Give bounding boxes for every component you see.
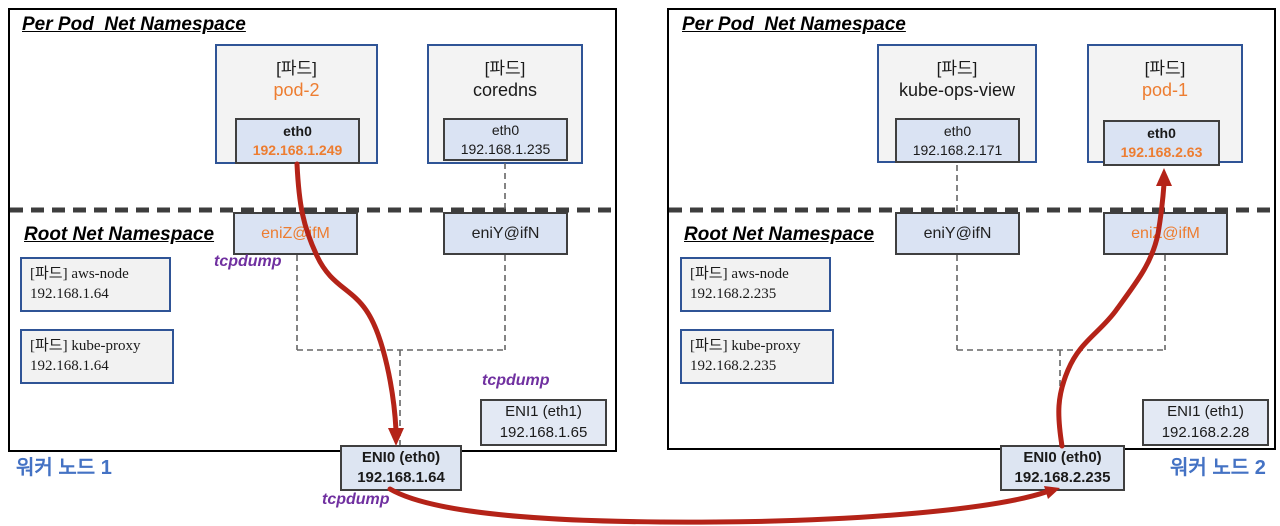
eni-ip: 192.168.1.64 (357, 469, 445, 486)
pod-name: kube-ops-view (898, 80, 1016, 101)
node2-root-namespace-title: Root Net Namespace (684, 224, 875, 245)
rootpod-tag: [파드] (30, 338, 68, 354)
node1-root-namespace-title: Root Net Namespace (24, 224, 215, 245)
rootpod-tag: [파드] (30, 266, 68, 282)
rootpod-ip: 192.168.2.235 (690, 358, 777, 375)
node2-kube-proxy-box: [파드] kube-proxy 192.168.2.235 (680, 329, 834, 384)
eni-ip: 192.168.1.65 (499, 423, 588, 441)
pod-tag: [파드] (484, 59, 526, 78)
node2-pod1-eth0-box: eth0 192.168.2.63 (1103, 120, 1220, 166)
rootpod-ip: 192.168.2.235 (690, 286, 777, 303)
eni-label: ENI1 (eth1) (1167, 403, 1244, 421)
flow-eni0-to-eni0 (387, 486, 1049, 525)
pod-tag: [파드] (1144, 59, 1186, 78)
node2-veth-eniZ-box: eniZ@ifM (1103, 212, 1228, 255)
rootpod-name: kube-proxy (71, 338, 141, 354)
rootpod-ip: 192.168.1.64 (30, 358, 109, 375)
rootpod-tag: [파드] (690, 338, 728, 354)
node2-eni0-box: ENI0 (eth0) 192.168.2.235 (1000, 445, 1125, 491)
node1-label: 워커 노드 1 (16, 457, 112, 479)
pod-tag: [파드] (936, 59, 978, 78)
node2-label: 워커 노드 2 (1170, 457, 1266, 479)
node1-eni1-box: ENI1 (eth1) 192.168.1.65 (480, 399, 607, 446)
eth-ip: 192.168.1.249 (252, 142, 343, 158)
pod-tag: [파드] (276, 59, 317, 78)
tcpdump-label-veth: tcpdump (214, 253, 282, 270)
node1-veth-eniY-box: eniY@ifN (443, 212, 568, 255)
node2-eni1-box: ENI1 (eth1) 192.168.2.28 (1142, 399, 1269, 446)
eni-label: ENI0 (eth0) (361, 448, 441, 466)
eth-ip: 192.168.1.235 (460, 140, 551, 157)
eth-label: eth0 (491, 121, 520, 138)
rootpod-tag: [파드] (690, 266, 728, 282)
eth-label: eth0 (1147, 125, 1176, 142)
rootpod-name: kube-proxy (731, 338, 801, 354)
eth-ip: 192.168.2.171 (912, 141, 1003, 158)
tcpdump-label-eni1: tcpdump (482, 372, 550, 389)
tcpdump-label-eni0: tcpdump (322, 491, 390, 508)
rootpod-name: aws-node (731, 266, 789, 282)
node2-aws-node-box: [파드] aws-node 192.168.2.235 (680, 257, 831, 312)
node1-coredns-eth0-box: eth0 192.168.1.235 (443, 118, 568, 161)
pod-name: pod-1 (1141, 80, 1189, 101)
node2-kube-ops-view-eth0-box: eth0 192.168.2.171 (895, 118, 1020, 163)
eth-ip: 192.168.2.63 (1120, 144, 1203, 160)
pod-name: coredns (472, 80, 538, 101)
eni-label: ENI1 (eth1) (505, 403, 582, 421)
node1-eni0-box: ENI0 (eth0) 192.168.1.64 (340, 445, 462, 491)
rootpod-ip: 192.168.1.64 (30, 286, 109, 303)
node1-aws-node-box: [파드] aws-node 192.168.1.64 (20, 257, 171, 312)
eni-label: ENI0 (eth0) (1023, 448, 1102, 466)
eth-label: eth0 (943, 122, 972, 139)
rootpod-name: aws-node (71, 266, 129, 282)
eth-label: eth0 (283, 123, 312, 140)
node1-kube-proxy-box: [파드] kube-proxy 192.168.1.64 (20, 329, 174, 384)
node2-per-pod-namespace-title: Per Pod Net Namespace (682, 14, 906, 35)
pod-name: pod-2 (273, 80, 320, 101)
eni-ip: 192.168.2.28 (1161, 423, 1250, 441)
node1-pod2-eth0-box: eth0 192.168.1.249 (235, 118, 360, 164)
eni-ip: 192.168.2.235 (1014, 469, 1111, 486)
node2-veth-eniY-box: eniY@ifN (895, 212, 1020, 255)
node1-veth-eniZ-box: eniZ@ifM (233, 212, 358, 255)
node1-per-pod-namespace-title: Per Pod Net Namespace (22, 14, 246, 35)
